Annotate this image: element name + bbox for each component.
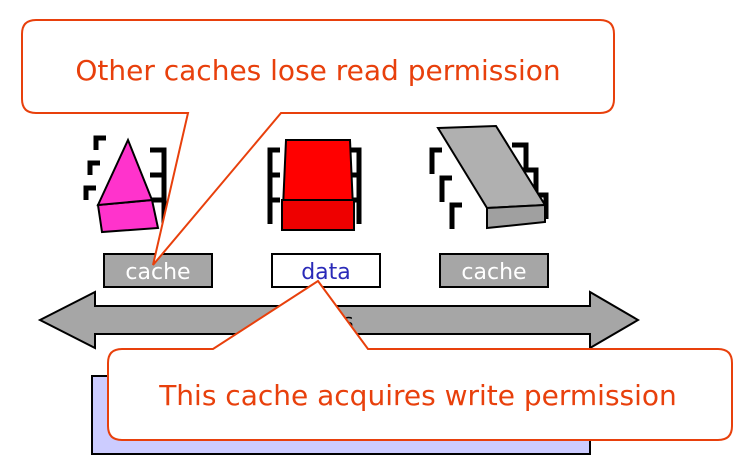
top-callout-text: Other caches lose read permission bbox=[75, 54, 560, 87]
bottom-callout bbox=[107, 279, 733, 441]
data-box bbox=[271, 253, 381, 288]
processor-1-chip-icon bbox=[83, 135, 167, 234]
cache-box-3 bbox=[439, 253, 549, 288]
processor-2-chip-icon bbox=[267, 139, 362, 231]
bottom-callout-text: This cache acquires write permission bbox=[158, 379, 677, 412]
data-box-label: data bbox=[301, 260, 351, 285]
top-callout bbox=[21, 19, 615, 266]
cache-box-1-label: cache bbox=[125, 260, 190, 285]
cache-box-3-label: cache bbox=[461, 260, 526, 285]
processor-3-chip-icon bbox=[429, 124, 549, 230]
